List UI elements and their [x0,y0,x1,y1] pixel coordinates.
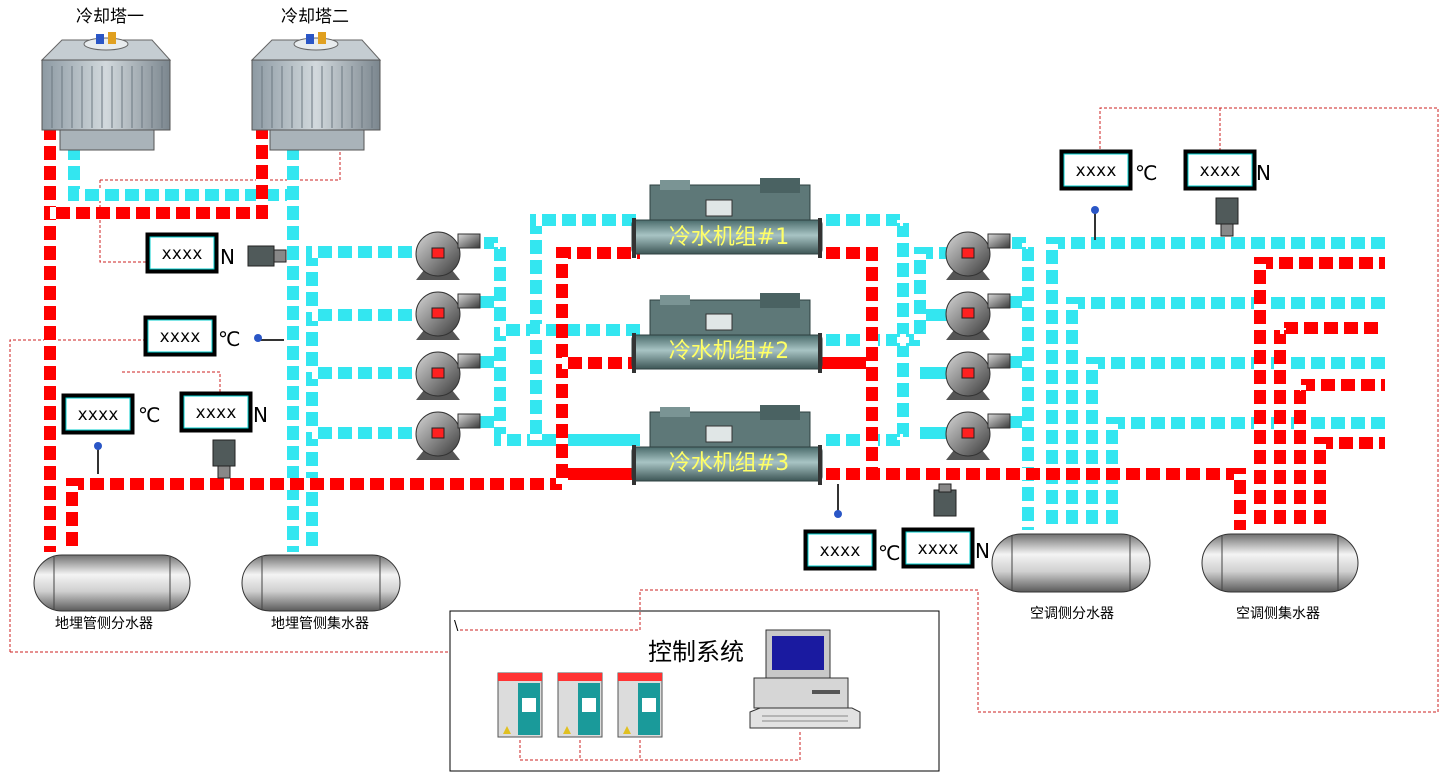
display-unit: ℃ [1135,161,1157,185]
tank-ac-return-label: 空调侧集水器 [1236,605,1320,622]
pump-left-3[interactable] [415,351,481,400]
display-value: xxxx [918,539,959,559]
ac-side-pumps [945,231,1011,460]
display-unit: N [253,403,268,427]
display-value: xxxx [162,244,203,264]
display-temp-1: xxxx ℃ [143,315,240,357]
chiller-1-label: 冷水机组#1 [669,225,789,250]
control-marker: \ [454,619,459,634]
pump-right-1[interactable] [945,231,1011,280]
display-value: xxxx [196,403,237,423]
display-temp-3: xxxx ℃ [803,529,900,571]
chiller-1[interactable]: 冷水机组#1 [631,178,823,258]
display-unit: N [975,539,990,563]
tower-1-label: 冷却塔一 [76,7,144,27]
display-value: xxxx [78,405,119,425]
display-unit: ℃ [138,403,160,427]
display-flow-3: xxxx N [901,527,990,569]
pump-left-4[interactable] [415,411,481,460]
tank-ground-supply-label: 地埋管侧分水器 [55,616,153,632]
tower-2-label: 冷却塔二 [281,7,349,27]
flow-sensor-1[interactable] [247,245,287,267]
temp-sensor-1[interactable] [254,334,284,342]
control-system-label: 控制系统 [648,638,744,666]
tank-ground-return-label: 地埋管侧集水器 [271,615,369,632]
computer-icon[interactable] [749,629,861,729]
display-flow-1: xxxx N [145,232,235,274]
pump-right-3[interactable] [945,351,1011,400]
temp-sensor-2[interactable] [94,442,102,474]
vfd-drive-1[interactable] [497,672,543,738]
flow-sensor-3[interactable] [933,483,957,517]
displays: xxxx N xxxx ℃ xxxx ℃ xxxx N xxxx ℃ [61,149,1271,571]
temp-sensor-4[interactable] [1091,206,1099,240]
tank-ground-supply[interactable]: 地埋管侧分水器 [33,554,191,632]
display-value: xxxx [160,327,201,347]
pump-left-2[interactable] [415,291,481,340]
vfd-drive-2[interactable] [557,672,603,738]
pump-right-2[interactable] [945,291,1011,340]
display-unit: N [220,245,235,269]
temp-sensor-3[interactable] [834,484,842,518]
cooling-tower-1[interactable]: 冷却塔一 [40,7,172,151]
display-value: xxxx [820,541,861,561]
tank-ground-return[interactable]: 地埋管侧集水器 [241,554,401,632]
chiller-3-label: 冷水机组#3 [669,451,789,476]
display-value: xxxx [1200,161,1241,181]
flow-sensor-4[interactable] [1215,197,1239,237]
hot-water-pipes [44,120,1385,552]
tank-ac-return[interactable]: 空调侧集水器 [1201,533,1359,622]
flow-sensor-2[interactable] [212,439,236,479]
display-value: xxxx [1076,161,1117,181]
chiller-2-label: 冷水机组#2 [669,339,789,364]
display-flow-4: xxxx N [1183,149,1271,191]
tank-ac-supply[interactable]: 空调侧分水器 [991,533,1151,622]
cooling-side-pumps [415,231,481,460]
chiller-3[interactable]: 冷水机组#3 [631,405,823,485]
pump-left-1[interactable] [415,231,481,280]
display-temp-4: xxxx ℃ [1059,149,1157,191]
pump-right-4[interactable] [945,411,1011,460]
control-system-panel: \ 控制系统 [449,610,940,772]
sensors [94,197,1239,518]
display-unit: ℃ [218,327,240,351]
chiller-2[interactable]: 冷水机组#2 [631,293,823,373]
display-unit: ℃ [878,541,900,565]
display-flow-2: xxxx N [179,391,268,433]
display-unit: N [1256,161,1271,185]
cooling-tower-2[interactable]: 冷却塔二 [250,7,382,151]
display-temp-2: xxxx ℃ [61,393,160,435]
tank-ac-supply-label: 空调侧分水器 [1030,606,1114,622]
vfd-drive-3[interactable] [617,672,663,738]
